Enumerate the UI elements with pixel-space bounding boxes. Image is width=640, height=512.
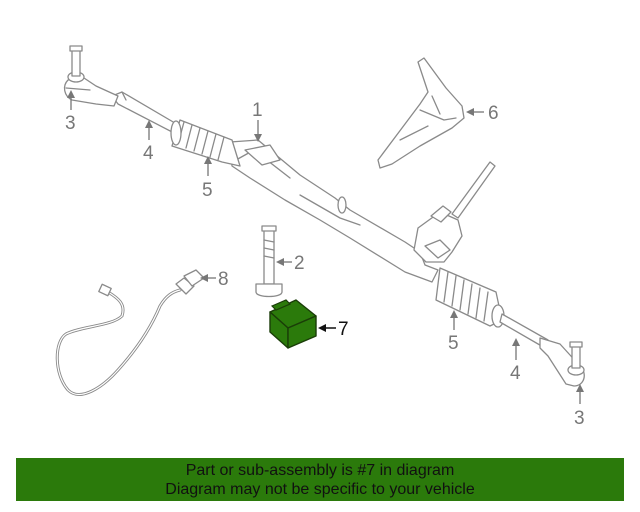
tie-rod-end-right[interactable] <box>539 337 585 387</box>
callout-1: 1 <box>252 100 263 121</box>
mounting-bolt[interactable] <box>255 225 283 298</box>
bellows-boot-left[interactable] <box>170 119 241 167</box>
banner-line-2: Diagram may not be specific to your vehi… <box>165 481 475 498</box>
pinion-shaft[interactable] <box>451 161 496 219</box>
banner-line-1: Part or sub-assembly is #7 in diagram <box>185 462 455 479</box>
callout-6: 6 <box>488 103 499 124</box>
leader-lines <box>67 90 584 404</box>
info-banner: Part or sub-assembly is #7 in diagram Di… <box>16 458 624 501</box>
callout-4-right: 4 <box>510 363 521 384</box>
callout-5-left: 5 <box>202 180 213 201</box>
sensor-wire-harness[interactable] <box>55 269 205 396</box>
callout-3-left: 3 <box>65 113 76 134</box>
callout-3-right: 3 <box>574 408 585 429</box>
callout-8: 8 <box>218 269 229 290</box>
callout-4-left: 4 <box>143 143 154 164</box>
part-7-highlighted[interactable] <box>269 299 317 349</box>
callout-2: 2 <box>294 253 305 274</box>
bellows-boot-right[interactable] <box>435 267 505 328</box>
steering-rack-housing[interactable] <box>229 139 463 283</box>
tie-rod-end-left[interactable] <box>63 45 119 107</box>
mounting-bracket[interactable] <box>377 57 465 169</box>
callout-5-right: 5 <box>448 333 459 354</box>
callout-7: 7 <box>338 319 349 340</box>
